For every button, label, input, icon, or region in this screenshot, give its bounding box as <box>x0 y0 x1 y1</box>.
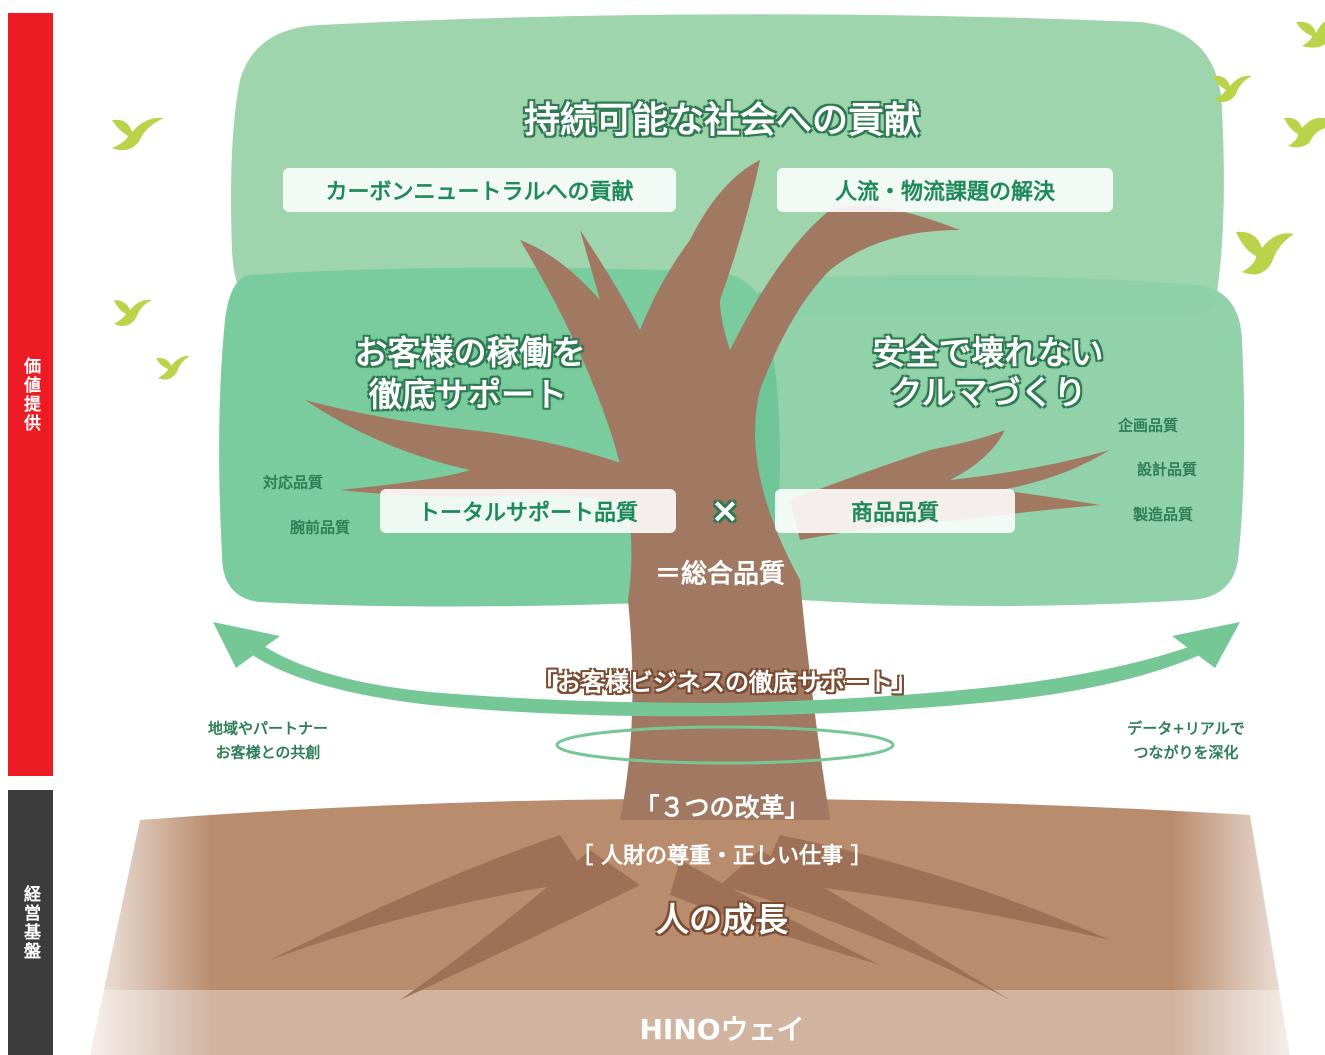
skill-quality-label: 腕前品質 <box>289 518 351 537</box>
management-base-bar: 経営基盤 <box>8 790 53 1055</box>
carbon-neutral-box: カーボンニュートラルへの貢献 <box>283 168 676 212</box>
sweep-arrow <box>213 622 1240 717</box>
data-real-line1: データ+リアルで <box>1127 719 1245 738</box>
bird-icon <box>1296 21 1325 48</box>
co-creation-line1: 地域やパートナー <box>207 719 329 738</box>
roots <box>270 835 1110 1000</box>
response-quality-label: 対応品質 <box>262 473 324 492</box>
logistics-box: 人流・物流課題の解決 <box>777 168 1113 212</box>
bird-icon <box>1236 231 1294 275</box>
product-quality-label: 商品品質 <box>850 501 939 526</box>
product-quality-box: 商品品質 <box>775 489 1015 533</box>
bird-icon <box>1284 117 1325 148</box>
customer-support-slogan: 「お客様ビジネスの徹底サポート」 <box>533 668 917 697</box>
logistics-label: 人流・物流課題の解決 <box>834 180 1055 205</box>
right-canopy-title-line2: クルマづくり <box>889 373 1087 412</box>
bird-icon <box>114 299 152 326</box>
bird-icon <box>112 117 164 151</box>
planning-quality-label: 企画品質 <box>1117 416 1179 435</box>
left-canopy-title-line2: 徹底サポート <box>369 375 567 414</box>
carbon-neutral-label: カーボンニュートラルへの貢献 <box>325 180 634 205</box>
three-reforms-label: 「３つの改革」 <box>634 793 810 822</box>
data-real-line2: つながりを深化 <box>1133 743 1239 762</box>
human-growth-label: 人の成長 <box>656 900 788 939</box>
value-provision-label: 価値提供 <box>20 356 40 433</box>
management-base-label: 経営基盤 <box>20 884 40 961</box>
total-support-quality-box: トータルサポート品質 <box>380 489 676 533</box>
soil <box>60 780 1325 1055</box>
value-provision-bar: 価値提供 <box>8 13 53 776</box>
times-icon: × <box>710 491 740 531</box>
bird-icon <box>1212 75 1252 102</box>
bird-icon <box>156 355 190 380</box>
total-quality-label: ＝総合品質 <box>654 559 786 590</box>
right-canopy-title-line1: 安全で壊れない <box>872 333 1104 372</box>
left-canopy-title-line1: お客様の稼働を <box>354 333 586 372</box>
total-support-quality-label: トータルサポート品質 <box>417 501 638 526</box>
manufacturing-quality-label: 製造品質 <box>1132 505 1194 524</box>
crown-title: 持続可能な社会への貢献 <box>523 100 921 141</box>
crown-top <box>231 14 1224 319</box>
bird-icons <box>112 21 1325 380</box>
co-creation-line2: お客様との共創 <box>215 743 321 762</box>
orbit-ring <box>555 725 895 765</box>
hino-way-label: HINOウェイ <box>639 1013 805 1046</box>
design-quality-label: 設計品質 <box>1136 460 1198 479</box>
three-reforms-sub: ［ 人財の尊重・正しい仕事 ］ <box>571 844 873 869</box>
